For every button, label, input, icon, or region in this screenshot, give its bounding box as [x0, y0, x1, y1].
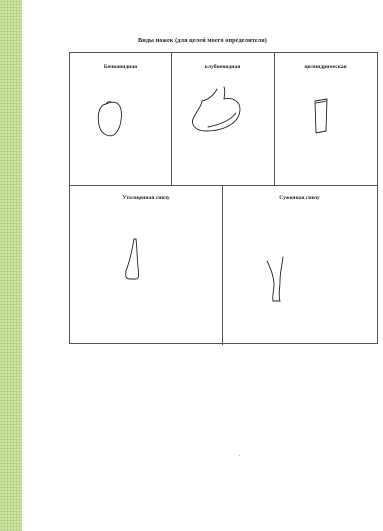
cell-label-narrowed-below: Суженная снизу [222, 195, 377, 201]
thickened-below-stem-sketch [118, 235, 152, 295]
table-col-divider-3 [222, 185, 223, 345]
document-page: Виды ножек (для целей моего определителя… [22, 0, 383, 531]
cell-label-cylindrical: цилиндрическая [274, 64, 377, 70]
table-row-divider [70, 185, 377, 186]
table-col-divider-1 [171, 53, 172, 185]
stem-types-table: Бочковидная клубневидная цилиндрическая … [69, 52, 378, 344]
document-title: Виды ножек (для целей моего определителя… [22, 37, 383, 44]
table-col-divider-2 [274, 53, 275, 185]
cell-label-thickened-below: Утолщенная снизу [70, 195, 222, 201]
cell-label-bulbous: клубневидная [171, 64, 274, 70]
scan-dot [239, 455, 240, 456]
cylindrical-stem-sketch [306, 93, 336, 141]
barrel-shaped-stem-sketch [95, 97, 125, 143]
bulbous-stem-sketch [188, 85, 252, 141]
cell-label-barrel: Бочковидная [70, 64, 171, 70]
narrowed-below-stem-sketch [258, 249, 298, 309]
